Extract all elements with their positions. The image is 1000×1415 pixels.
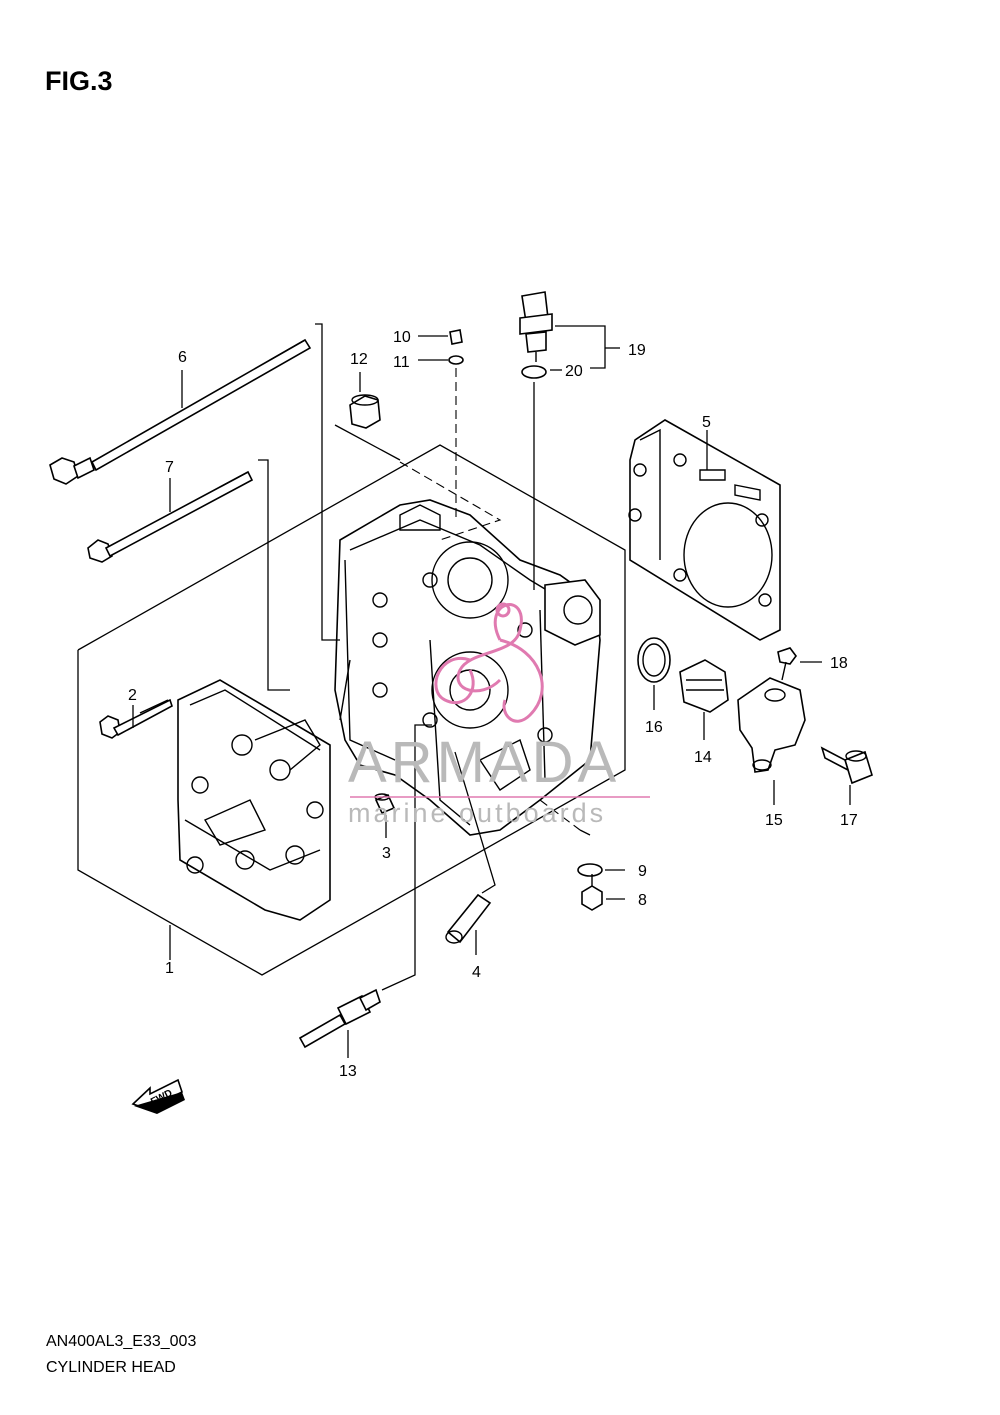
diagram-title: CYLINDER HEAD [46,1359,176,1376]
o-ring-part-16 [637,637,671,710]
washer-part-11 [418,355,464,520]
medium-bolt-part-7 [87,459,290,691]
callout-10: 10 [393,329,411,346]
callout-6: 6 [178,349,187,366]
bolt-part-8 [581,874,625,911]
callout-16: 16 [645,719,663,736]
dowel-pin-part-12 [334,372,502,541]
watermark-brand: ARMADA [348,730,620,795]
bolt-part-18 [777,647,822,681]
fitting-part-17 [820,746,873,805]
armada-logo-icon [434,602,544,723]
callout-15: 15 [765,812,783,829]
long-bolt-part-6 [49,323,340,641]
watermark-tagline: marine outboards [348,798,606,828]
callout-13: 13 [339,1063,357,1080]
callout-14: 14 [694,749,712,766]
callout-12: 12 [350,351,368,368]
callout-18: 18 [830,655,848,672]
callout-20: 20 [565,363,583,380]
callout-2: 2 [128,687,137,704]
thermostat-cover-part-15 [737,677,806,805]
callout-8: 8 [638,892,647,909]
callout-3: 3 [382,845,391,862]
callout-7: 7 [165,459,174,476]
assembly-frame [77,444,626,976]
callout-4: 4 [472,964,481,981]
callout-1: 1 [165,960,174,977]
diagram-code: AN400AL3_E33_003 [46,1333,196,1350]
callout-19: 19 [628,342,646,359]
callout-9: 9 [638,863,647,880]
o-ring-part-20 [521,365,562,590]
spark-plug-part-13 [298,724,432,1058]
head-gasket-part-5 [628,419,781,641]
fwd-direction-marker: FWD [131,1078,185,1114]
thermostat-part-14 [679,659,729,740]
plug-part-10 [418,329,463,345]
callout-labels: 1 2 3 4 5 6 7 8 9 10 11 12 13 14 15 16 1… [128,329,858,1080]
bolt-part-2 [99,698,173,739]
washer-part-9 [539,799,625,877]
temp-sensor-part-19 [519,291,620,369]
callout-11: 11 [393,354,410,371]
callout-17: 17 [840,812,858,829]
figure-label: FIG.3 [45,66,113,96]
camshaft-housing [177,679,331,921]
callout-5: 5 [702,414,711,431]
armada-watermark: ARMADA marine outboards [348,602,650,828]
